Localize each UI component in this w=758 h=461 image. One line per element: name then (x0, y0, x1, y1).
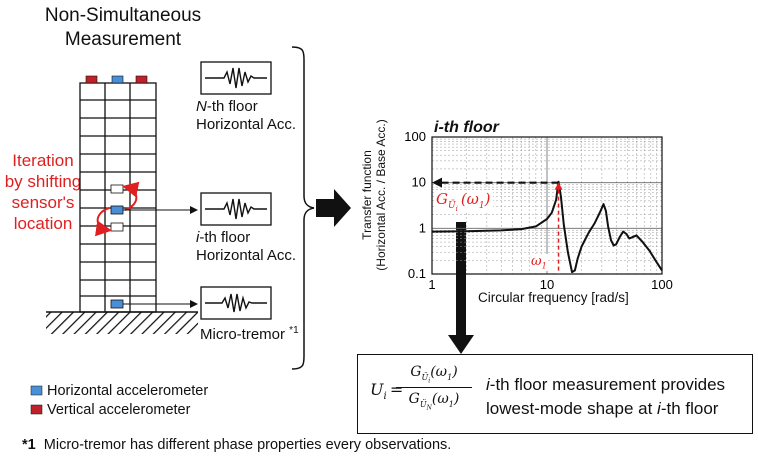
equation-fraction: GÜi(ω1) GÜN(ω1) (396, 364, 472, 412)
y-axis-label: Transfer function (Horizontal Acc. / Bas… (360, 119, 388, 271)
legend-horizontal: Horizontal accelerometer (47, 383, 209, 399)
equation-box (357, 354, 753, 434)
diagram-title: Non-Simultaneous Measurement (44, 5, 202, 50)
x-tick-label: 100 (651, 277, 673, 292)
brace (291, 46, 315, 370)
legend-blue-swatch (30, 385, 43, 396)
plot-area (431, 136, 663, 275)
roof-vertical-sensor-left (85, 75, 98, 84)
big-right-arrow (316, 189, 351, 227)
x-tick-label: 10 (540, 277, 554, 292)
waveform-box-ith (200, 192, 272, 226)
x-axis-label: Circular frequency [rad/s] (478, 290, 629, 305)
shift-arrow-down (94, 207, 112, 237)
waveform-box-nth (200, 61, 272, 95)
equation-explanation: i-th floor measurement provides lowest-m… (486, 375, 726, 418)
eq-line2-prefix: lowest-mode shape at (486, 399, 658, 418)
footnote: *1 Micro-tremor has different phase prop… (22, 437, 452, 453)
iteration-label: Iteration by shifting sensor's location (4, 151, 82, 233)
legend-red-swatch (30, 404, 43, 415)
ith-floor-label: i-th floor Horizontal Acc. (196, 229, 297, 264)
big-down-arrow (448, 222, 474, 354)
eq-line1-suffix: -th floor measurement provides (489, 375, 726, 394)
waveform-box-tremor (200, 286, 272, 320)
x-tick-label: 1 (428, 277, 435, 292)
omega1-arrowhead (554, 182, 563, 190)
g-label: GÜi (ω1) (434, 190, 493, 213)
ground (46, 312, 198, 334)
legend-vertical: Vertical accelerometer (47, 402, 191, 418)
series-line-0 (431, 180, 663, 274)
tremor-label: Micro-tremor *1 (200, 325, 299, 343)
equation-lhs: Ui = (370, 380, 404, 403)
y-tick-label: 10 (412, 175, 426, 190)
shift-arrow-up (122, 181, 140, 211)
peak-guide-arrowhead (432, 177, 442, 188)
y-tick-label: 1 (419, 220, 426, 235)
ith-floor-suffix: -th floor (199, 229, 251, 246)
y-tick-label: 0.1 (408, 266, 426, 281)
y-tick-label: 100 (404, 129, 426, 144)
chart-title: i-th floor (434, 119, 499, 136)
nth-floor-suffix: -th floor (206, 98, 258, 115)
roof-horizontal-sensor (111, 75, 124, 84)
eq-line2-suffix: -th floor (660, 399, 719, 418)
nth-floor-label: N-th floor Horizontal Acc. (196, 98, 297, 133)
roof-vertical-sensor-right (135, 75, 148, 84)
omega-label: ω1 (530, 254, 548, 271)
